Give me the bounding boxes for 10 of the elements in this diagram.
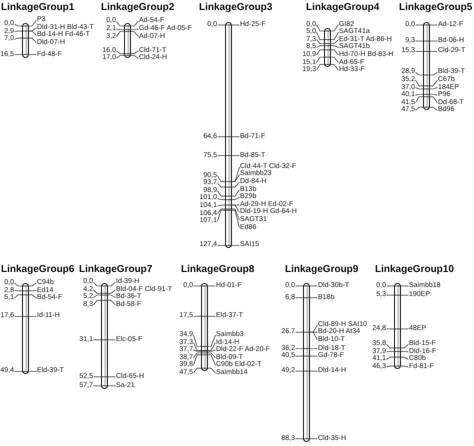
group-title: LinkageGroup4 [306, 2, 380, 14]
group-title: LinkageGroup7 [79, 264, 152, 276]
group-title: LinkageGroup9 [285, 264, 358, 276]
group-title: LinkageGroup6 [1, 264, 74, 276]
group-title: LinkageGroup5 [399, 2, 472, 14]
group-title: LinkageGroup8 [181, 264, 254, 276]
group-title: LinkageGroup2 [101, 2, 174, 14]
group-title: LinkageGroup3 [199, 2, 272, 14]
group-title: LinkageGroup10 [375, 264, 454, 276]
group-title: LinkageGroup1 [1, 2, 74, 14]
